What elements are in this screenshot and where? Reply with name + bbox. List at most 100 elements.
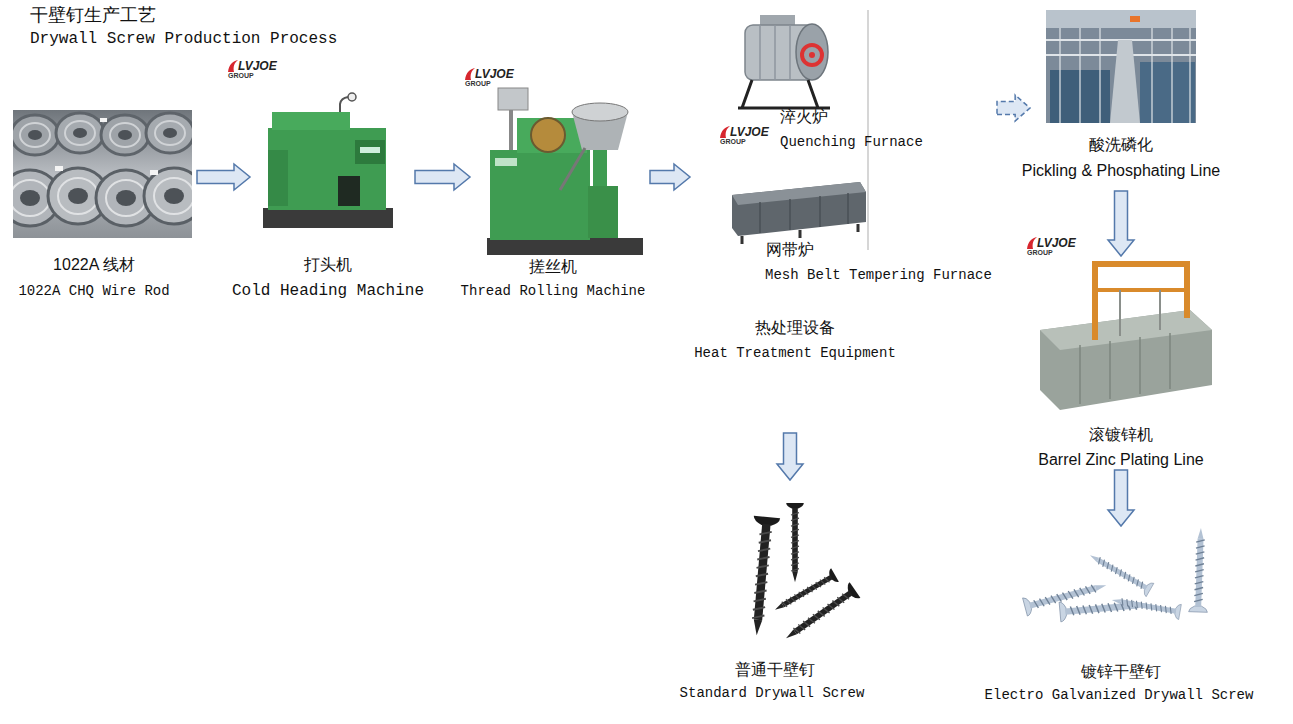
wire-coil xyxy=(58,178,98,214)
barrel-plating-line xyxy=(1040,264,1212,410)
process-step: 滚镀锌机Barrel Zinc Plating Line xyxy=(1025,256,1220,470)
wire-coil xyxy=(154,178,192,214)
screw xyxy=(786,503,804,582)
feed-chute xyxy=(560,148,585,190)
wire-coil xyxy=(13,115,59,155)
wire-coil xyxy=(106,180,146,216)
wire-coil xyxy=(68,188,88,204)
process-step: 镀锌干壁钉Electro Galvanized Drywall Screw xyxy=(990,526,1255,708)
step-name: 热处理设备 xyxy=(755,316,835,340)
side-cabinet xyxy=(588,186,618,238)
furnace-frame xyxy=(738,80,830,108)
wire-coil xyxy=(110,123,140,147)
step-name-en: Pickling & Phosphating Line xyxy=(1022,159,1220,183)
machine-body xyxy=(268,128,386,210)
process-step: 1022A 线材1022A CHQ Wire Rod xyxy=(13,108,197,303)
feeder-bowl-rim xyxy=(572,103,628,121)
coil-tag xyxy=(55,166,63,171)
step-name-en: Barrel Zinc Plating Line xyxy=(1038,448,1203,472)
panel-plate xyxy=(495,158,517,166)
wire-coil xyxy=(163,128,177,138)
pickling-line-photo xyxy=(1046,10,1196,123)
step-name-en: Quenching Furnace xyxy=(780,130,923,154)
flow-arrow xyxy=(997,95,1030,121)
black-drywall-screws xyxy=(743,503,860,646)
panel-plate xyxy=(360,147,380,153)
wire-coil xyxy=(146,113,192,153)
step-name: 淬火炉 xyxy=(780,105,828,129)
screw xyxy=(743,516,780,637)
ceiling xyxy=(1046,10,1196,28)
wire-coil xyxy=(164,188,184,204)
wire-coil xyxy=(118,130,132,140)
quenching-furnace xyxy=(738,15,830,108)
cold-heading-machine xyxy=(263,93,393,228)
wire-coil xyxy=(56,113,104,153)
brand-logo-sub: GROUP xyxy=(1027,249,1053,257)
gantry-light xyxy=(1130,16,1140,22)
wire-coil xyxy=(73,128,87,138)
subtitle: Drywall Screw Production Process xyxy=(30,27,337,51)
screw xyxy=(1059,594,1149,621)
plating-tank xyxy=(1040,310,1212,410)
logo-mark xyxy=(228,60,238,72)
tank-sections xyxy=(1080,333,1170,404)
process-step: 打头机Cold Heading Machine xyxy=(250,55,415,303)
step-name: 普通干壁钉 xyxy=(735,658,815,682)
brand-logo-sub: GROUP xyxy=(720,138,746,146)
flow-arrow xyxy=(777,433,803,480)
wire-coil xyxy=(20,190,40,206)
brand-logo: LVJOE xyxy=(238,59,277,73)
flow-arrow xyxy=(197,164,250,190)
screw xyxy=(1189,528,1211,613)
machine-base xyxy=(487,238,643,255)
brand-logo: LVJOE xyxy=(475,67,514,81)
flywheel xyxy=(531,118,565,152)
process-step: 搓丝机Thread Rolling Machine xyxy=(470,62,650,302)
photo-background xyxy=(1046,10,1196,123)
diagram-title: 干壁钉生产工艺 xyxy=(30,3,156,27)
step-name: 酸洗磷化 xyxy=(1089,133,1153,157)
gantry-rods xyxy=(1120,290,1160,336)
step-name: 网带炉 xyxy=(766,238,814,262)
coil-tag xyxy=(100,118,107,122)
screw xyxy=(1110,592,1181,619)
wire-coil xyxy=(28,130,42,140)
step-name-en: Thread Rolling Machine xyxy=(461,279,646,303)
logo-mark xyxy=(1027,237,1037,249)
work-lamp xyxy=(348,93,356,101)
flow-arrow xyxy=(1108,191,1134,256)
furnace-segments xyxy=(760,193,848,233)
brand-logo-sub: GROUP xyxy=(228,72,254,80)
step-name: 打头机 xyxy=(304,253,352,277)
work-lamp-arm xyxy=(340,97,348,112)
furnace-ring xyxy=(802,45,822,65)
process-step: 热处理设备Heat Treatment Equipment淬火炉Quenchin… xyxy=(690,8,997,433)
flow-arrow xyxy=(415,164,470,190)
coil-tag xyxy=(150,170,158,175)
step-name-en: Standard Drywall Screw xyxy=(680,681,865,705)
tank xyxy=(1140,62,1195,123)
step-name-en: Electro Galvanized Drywall Screw xyxy=(985,683,1254,707)
logo-mark xyxy=(465,68,475,80)
step-name: 搓丝机 xyxy=(529,255,577,279)
process-step: 酸洗磷化Pickling & Phosphating Line xyxy=(1030,8,1215,191)
hood xyxy=(498,88,528,110)
wire-coil xyxy=(144,168,192,224)
wire-coil xyxy=(155,121,185,145)
control-panel xyxy=(355,140,385,164)
drum-ribs xyxy=(760,25,790,80)
brand-logo-sub: GROUP xyxy=(465,80,491,88)
brand-logo: LVJOE xyxy=(1037,236,1076,250)
screw xyxy=(781,582,861,646)
step-name: 镀锌干壁钉 xyxy=(1081,660,1161,684)
wire-rod-photo xyxy=(13,110,192,238)
equipment-step: 网带炉Mesh Belt Tempering Furnace xyxy=(726,172,996,287)
furnace-body xyxy=(732,182,866,236)
step-name-en: Cold Heading Machine xyxy=(232,279,424,303)
furnace-face xyxy=(796,24,828,80)
step-name-en: 1022A CHQ Wire Rod xyxy=(18,279,169,303)
gantry-frame xyxy=(1095,264,1187,340)
wire-coil xyxy=(13,180,50,216)
